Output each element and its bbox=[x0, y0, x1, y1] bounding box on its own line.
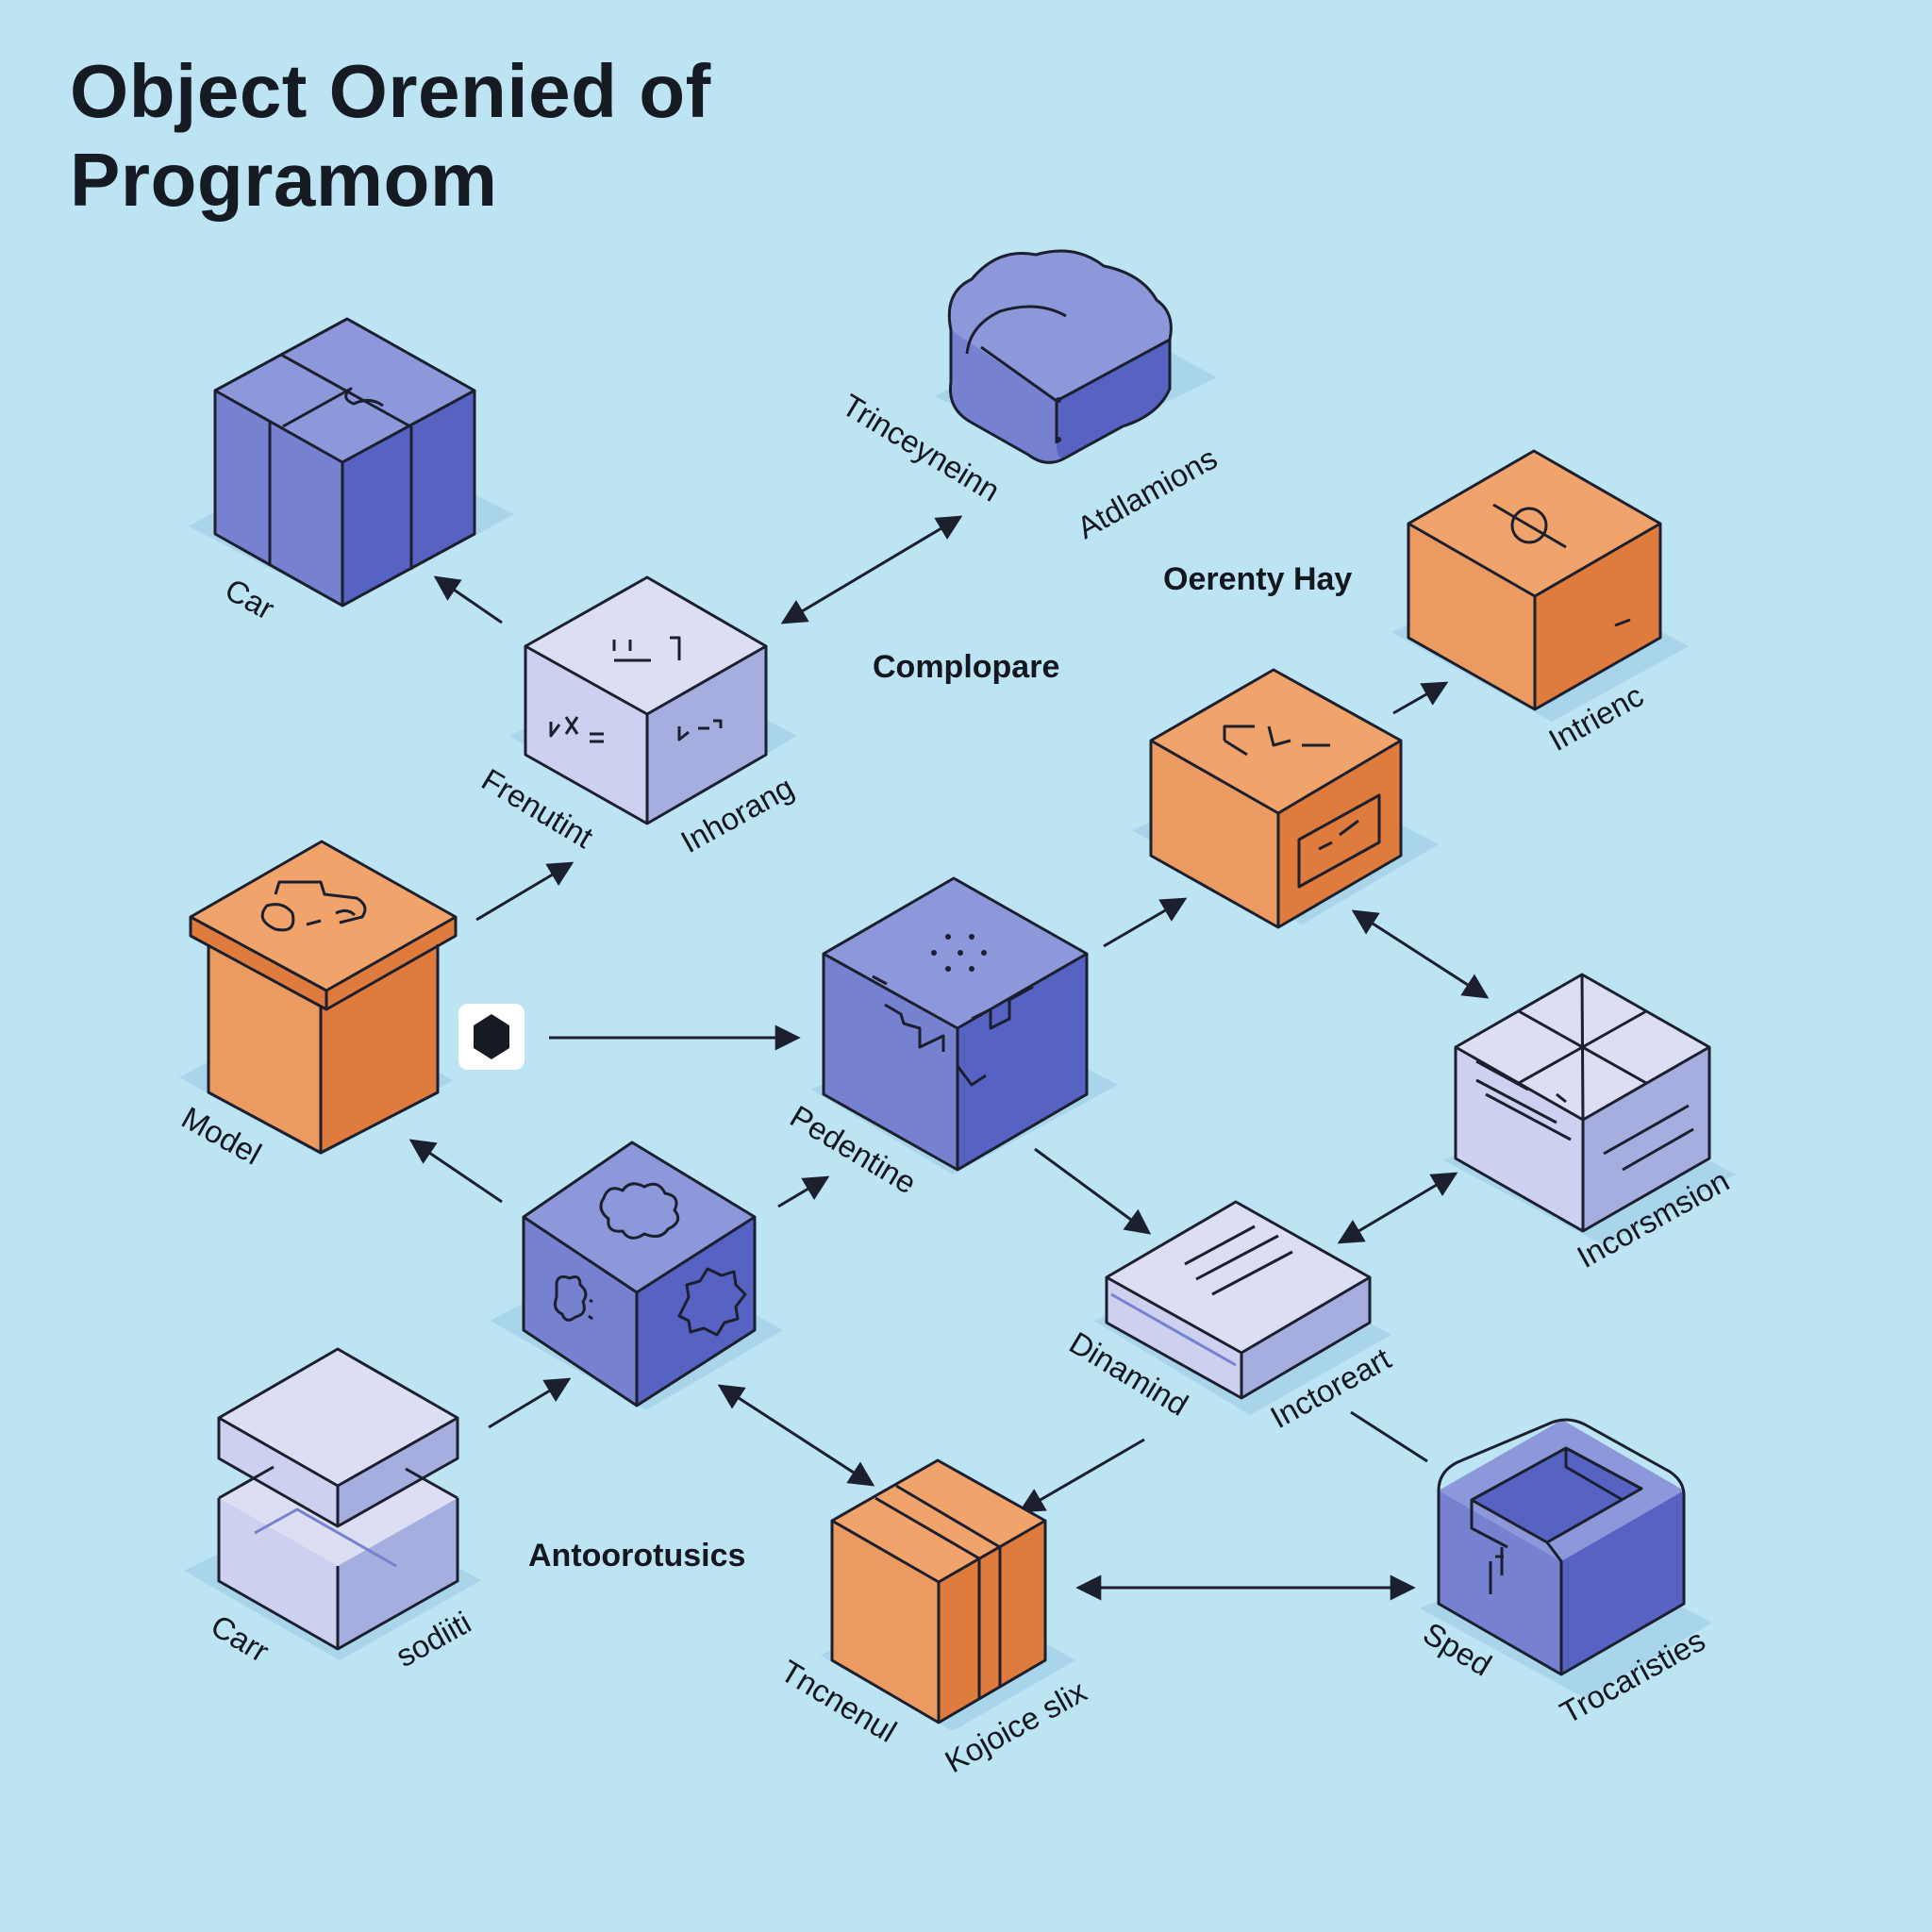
intrienc-cube bbox=[1391, 449, 1689, 722]
car-cube-top bbox=[189, 317, 514, 608]
arrow-model-to-frenutint bbox=[475, 861, 575, 922]
title-line-1: Object Orenied of bbox=[70, 49, 711, 133]
hexagon-icon bbox=[458, 1004, 525, 1070]
arrow-pedentine-to-dinamind bbox=[1034, 1147, 1152, 1235]
label-atdlamions: Atdlamions bbox=[1071, 441, 1223, 546]
arrow-dinamind-to-tncnenul bbox=[1018, 1438, 1145, 1513]
tncnenul-cube bbox=[821, 1458, 1075, 1731]
arrow-slabs-to-puzzle bbox=[488, 1377, 572, 1429]
connectors bbox=[408, 515, 1490, 1601]
arrow-dinamind-incorsmsion bbox=[1337, 1172, 1458, 1244]
arrow-frenutint-trinceyneinn bbox=[780, 515, 963, 625]
dinamind-cube bbox=[1094, 1200, 1391, 1415]
slabs-cube bbox=[184, 1347, 481, 1660]
diagram-title: Object Orenied of Programom bbox=[70, 47, 711, 225]
arrow-orange-cube-to-intrienc bbox=[1392, 681, 1449, 715]
arrow-pedentine-to-orange-cube bbox=[1103, 897, 1188, 948]
car-icon bbox=[260, 880, 367, 932]
line-inctoreart-to-sped bbox=[1350, 1410, 1428, 1463]
arrow-puzzle-tncnenul bbox=[717, 1384, 875, 1487]
arrow-puzzle-to-model bbox=[408, 1139, 503, 1204]
puzzle-cube bbox=[491, 1141, 783, 1410]
arrow-frenutint-to-car bbox=[433, 575, 503, 625]
pedentine-cube bbox=[811, 876, 1118, 1174]
label-oerenty-hay: Oerenty Hay bbox=[1163, 561, 1352, 597]
puzzle-icon bbox=[599, 1182, 680, 1240]
title-line-2: Programom bbox=[70, 138, 498, 222]
arrow-orange-cube-incorsmsion bbox=[1351, 909, 1490, 999]
label-car-top: Car bbox=[220, 572, 280, 626]
arrow-puzzle-to-pedentine bbox=[777, 1175, 830, 1208]
gear-icon bbox=[677, 1267, 747, 1337]
document-icon bbox=[1184, 1224, 1293, 1296]
model-cube bbox=[179, 840, 458, 1156]
frenutint-cube bbox=[509, 575, 797, 825]
blob-cube-top bbox=[934, 249, 1217, 464]
incorsmsion-cube bbox=[1443, 973, 1736, 1245]
sped-cube bbox=[1420, 1418, 1712, 1698]
label-complopare: Complopare bbox=[873, 649, 1059, 685]
label-antoorotusics: Antoorotusics bbox=[528, 1538, 745, 1574]
orange-cube-middle bbox=[1132, 668, 1439, 929]
